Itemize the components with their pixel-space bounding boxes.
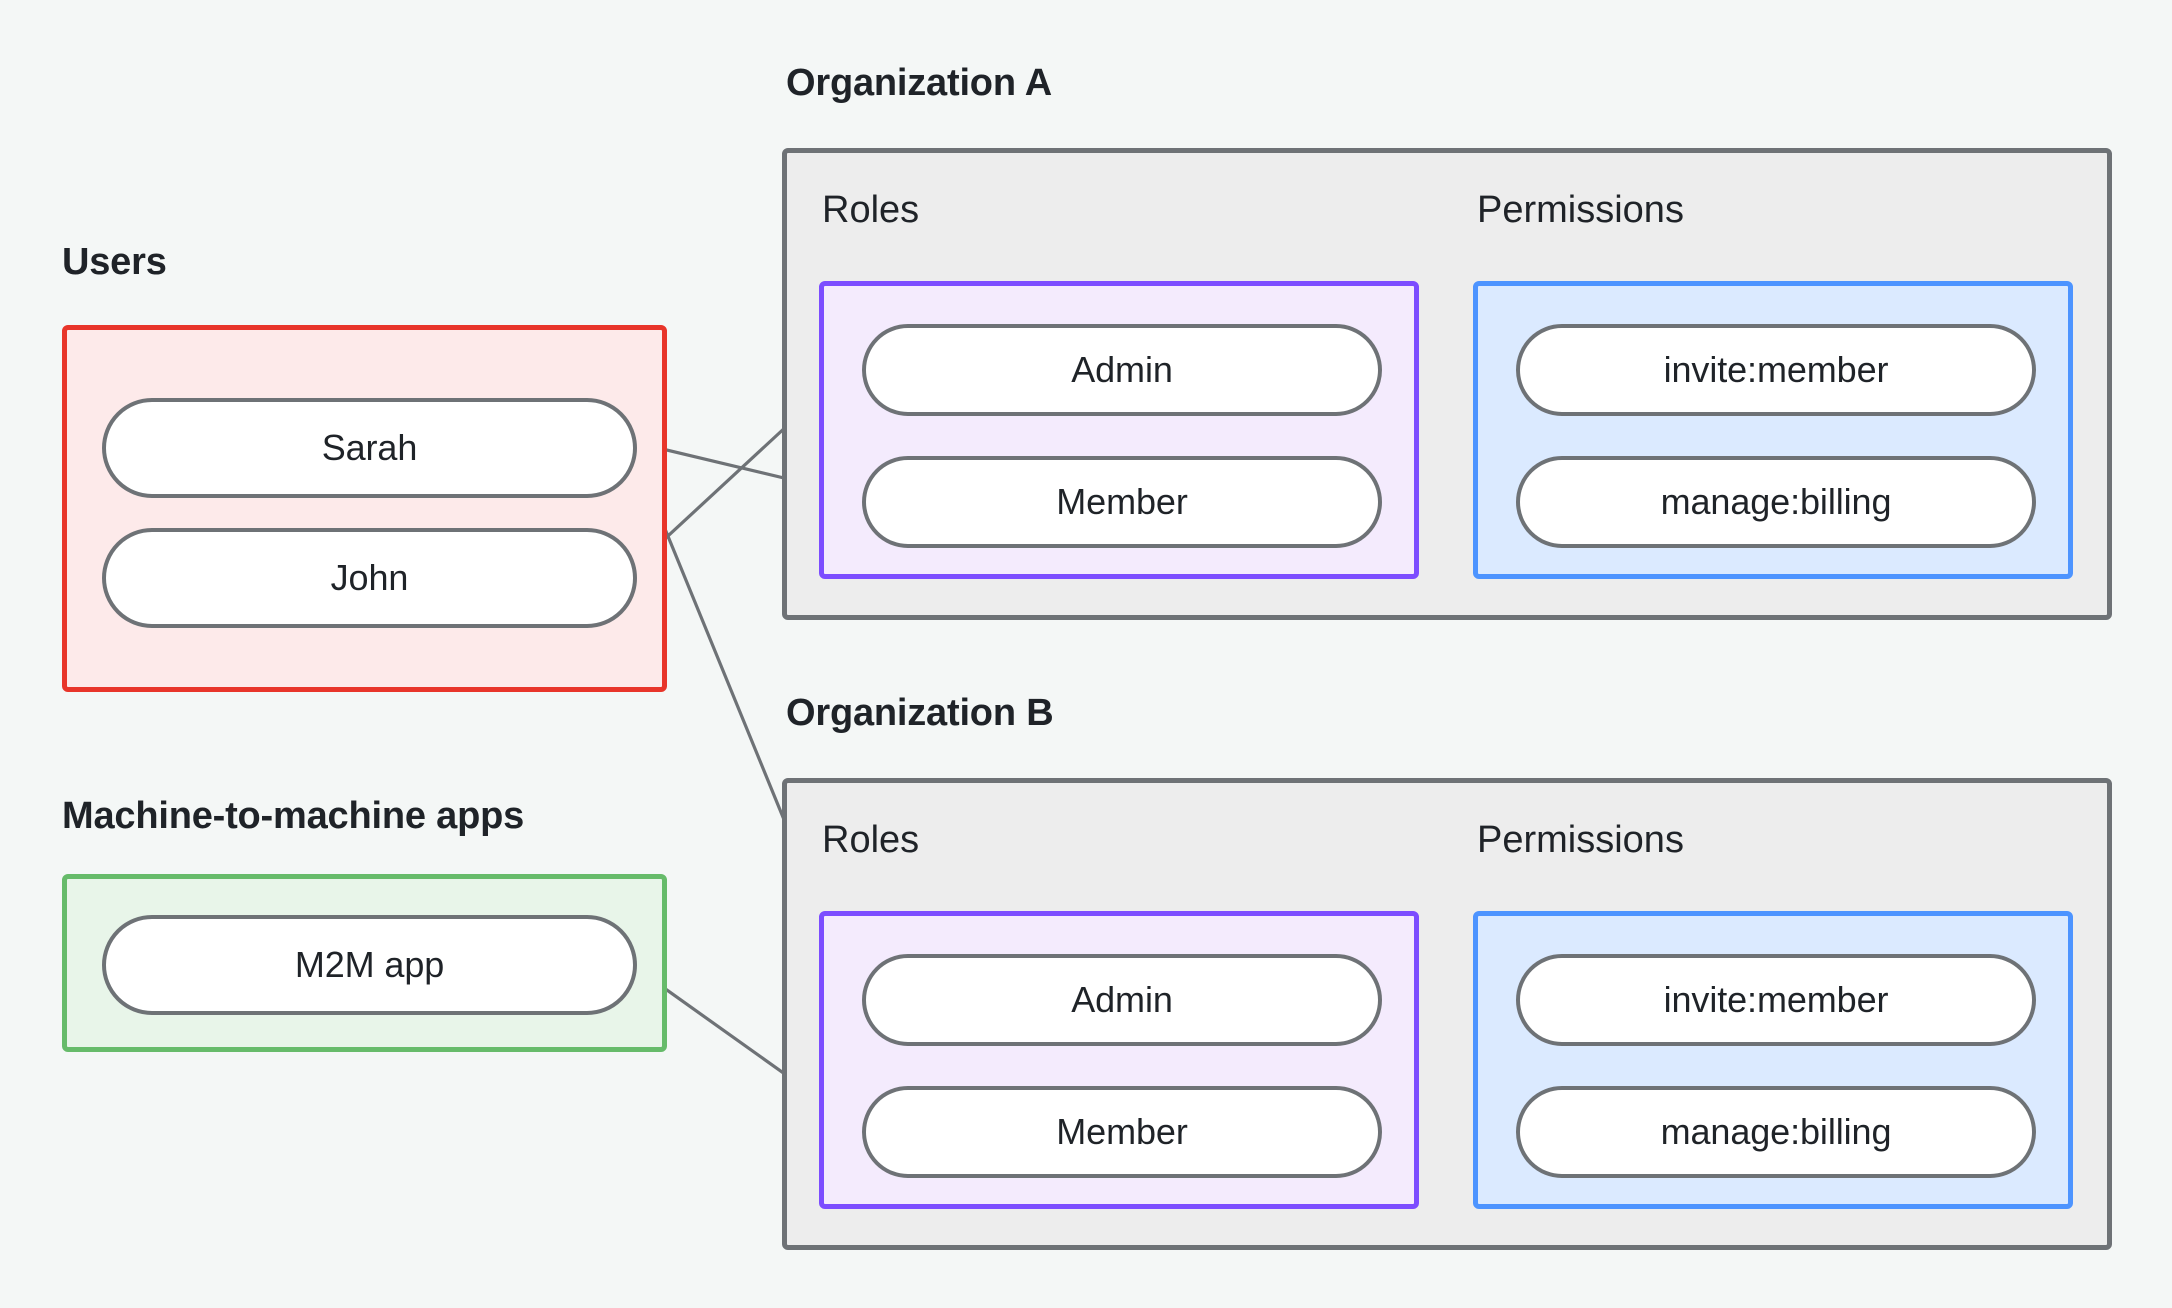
org-b-title: Organization B xyxy=(786,692,1054,734)
org-b-permission-invite-member[interactable]: invite:member xyxy=(1516,954,2036,1046)
org-a-permissions-box: invite:member manage:billing xyxy=(1473,281,2073,579)
users-title: Users xyxy=(62,241,167,283)
org-b-role-member[interactable]: Member xyxy=(862,1086,1382,1178)
org-b-group: Roles Permissions Admin Member invite:me… xyxy=(782,778,2112,1250)
org-b-roles-label: Roles xyxy=(822,819,920,861)
org-a-title: Organization A xyxy=(786,62,1053,104)
org-a-roles-box: Admin Member xyxy=(819,281,1419,579)
m2m-group: M2M app xyxy=(62,874,667,1052)
org-a-role-member[interactable]: Member xyxy=(862,456,1382,548)
user-node-sarah[interactable]: Sarah xyxy=(102,398,637,498)
users-group: Sarah John xyxy=(62,325,667,692)
user-node-john[interactable]: John xyxy=(102,528,637,628)
m2m-title: Machine-to-machine apps xyxy=(62,795,525,837)
org-b-permissions-box: invite:member manage:billing xyxy=(1473,911,2073,1209)
org-b-role-admin[interactable]: Admin xyxy=(862,954,1382,1046)
org-b-roles-box: Admin Member xyxy=(819,911,1419,1209)
org-a-permissions-label: Permissions xyxy=(1477,189,1684,231)
org-a-group: Roles Permissions Admin Member invite:me… xyxy=(782,148,2112,620)
org-a-role-admin[interactable]: Admin xyxy=(862,324,1382,416)
org-b-permissions-label: Permissions xyxy=(1477,819,1684,861)
org-b-permission-manage-billing[interactable]: manage:billing xyxy=(1516,1086,2036,1178)
org-a-permission-manage-billing[interactable]: manage:billing xyxy=(1516,456,2036,548)
org-a-roles-label: Roles xyxy=(822,189,920,231)
org-a-permission-invite-member[interactable]: invite:member xyxy=(1516,324,2036,416)
m2m-node-app[interactable]: M2M app xyxy=(102,915,637,1015)
